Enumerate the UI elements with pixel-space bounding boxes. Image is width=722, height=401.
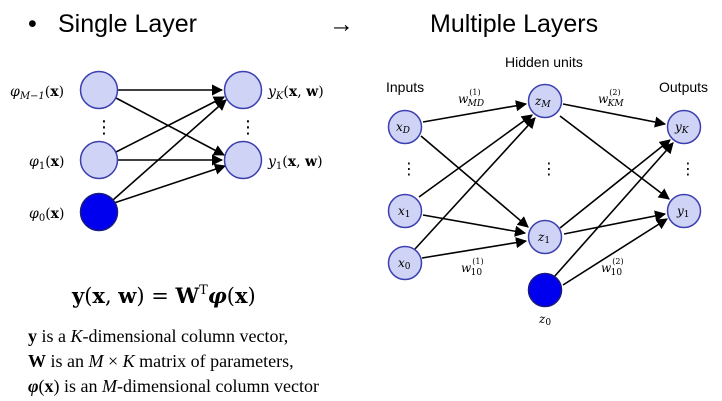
single-layer-network bbox=[112, 84, 227, 204]
vdots-single-input: ⋮ bbox=[95, 117, 113, 138]
edge-xD-z1 bbox=[420, 135, 529, 228]
edge-x0-z1 bbox=[421, 237, 528, 259]
edge-z0-yK bbox=[553, 142, 674, 278]
description-line-1: y is a K-dimensional column vector, bbox=[28, 326, 289, 346]
label-phiM: φM−1(x) bbox=[10, 84, 64, 102]
vdots-single-output: ⋮ bbox=[239, 117, 257, 138]
edge-xD-zM bbox=[422, 100, 528, 123]
node-phiM bbox=[79, 70, 119, 110]
node-zM bbox=[527, 83, 563, 119]
node-yK-multi bbox=[666, 109, 702, 145]
node-phi0-bias bbox=[79, 192, 119, 232]
label-phi1: φ1(x) bbox=[29, 154, 64, 172]
node-z1 bbox=[527, 219, 563, 255]
weight-w1-10: w(1)10 bbox=[461, 257, 484, 278]
edge-zM-y1 bbox=[559, 115, 670, 200]
node-z0-bias bbox=[527, 272, 563, 308]
node-phi1 bbox=[79, 140, 119, 180]
edge-phi1-yK bbox=[115, 96, 225, 153]
label-yK: yK(x, w) bbox=[267, 84, 324, 102]
inputs-label: Inputs bbox=[386, 79, 424, 95]
edge-x1-zM bbox=[418, 114, 533, 198]
edge-zM-yK bbox=[562, 103, 667, 128]
edge-x0-zM bbox=[414, 117, 536, 250]
weight-w2-10: w(2)10 bbox=[601, 257, 624, 278]
node-x0 bbox=[387, 245, 423, 281]
multi-layer-edges bbox=[414, 100, 674, 286]
weight-w2-KM: w(2)KM bbox=[598, 88, 624, 109]
edge-z0-y1 bbox=[562, 218, 668, 286]
weight-w1-MD: w(1)MD bbox=[458, 88, 484, 109]
multiple-layers-title: Multiple Layers bbox=[430, 10, 599, 38]
single-layer-title: Single Layer bbox=[58, 10, 197, 38]
vdots-multi-output: ⋮ bbox=[680, 159, 696, 178]
edge-z1-y1 bbox=[563, 210, 667, 235]
description-line-3: φ(x) is an M-dimensional column vector bbox=[28, 376, 319, 396]
multi-layer-nodes bbox=[387, 83, 702, 308]
edge-phi0-y1 bbox=[113, 163, 227, 204]
equation: y(x, w) = WTφ(x) bbox=[71, 283, 256, 308]
single-layer-nodes bbox=[79, 70, 263, 232]
node-xD bbox=[387, 109, 423, 145]
label-phi0: φ0(x) bbox=[29, 206, 64, 224]
hidden-units-label: Hidden units bbox=[505, 54, 583, 70]
vdots-multi-hidden: ⋮ bbox=[541, 159, 557, 178]
label-y1: y1(x, w) bbox=[267, 154, 323, 172]
label-z0: z0 bbox=[538, 312, 551, 328]
outputs-label: Outputs bbox=[659, 79, 708, 95]
vdots-multi-input: ⋮ bbox=[401, 159, 417, 178]
node-y1 bbox=[223, 140, 263, 180]
node-yK bbox=[223, 70, 263, 110]
arrow-icon: → bbox=[329, 10, 354, 38]
edge-phi0-yK bbox=[112, 99, 227, 201]
node-x1 bbox=[387, 193, 423, 229]
edge-phiM-y1 bbox=[115, 97, 225, 156]
node-y1-multi bbox=[666, 193, 702, 229]
description-line-2: W is an M × K matrix of parameters, bbox=[28, 351, 294, 371]
bullet-point: • bbox=[28, 10, 37, 38]
edge-x1-z1 bbox=[422, 214, 527, 237]
edge-z1-yK bbox=[559, 139, 671, 229]
